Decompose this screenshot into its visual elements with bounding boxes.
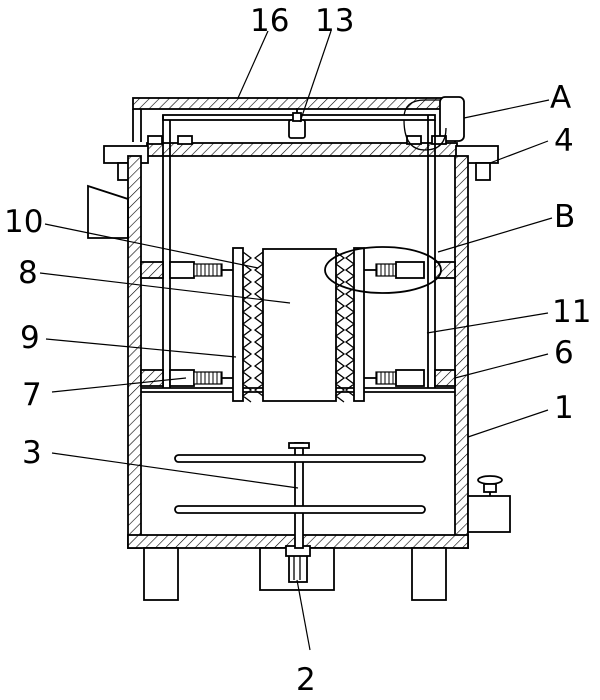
label-2: 2 [296, 662, 316, 698]
detail-b-ellipse [324, 246, 442, 294]
lid [103, 135, 499, 181]
label-9: 9 [20, 320, 40, 356]
right-lower-cylinder [364, 369, 456, 387]
motor-housing [259, 545, 335, 591]
label-10: 10 [4, 204, 43, 240]
label-1: 1 [554, 390, 574, 426]
label-8: 8 [18, 255, 38, 291]
leader-lines [39, 30, 553, 651]
label-4: 4 [554, 123, 574, 159]
label-6: 6 [554, 335, 574, 371]
left-upper-cylinder [140, 261, 233, 279]
grinding-block [253, 248, 346, 403]
right-upper-cylinder [364, 261, 456, 279]
label-A: A [550, 80, 571, 116]
legs [143, 547, 447, 601]
label-3: 3 [22, 435, 42, 471]
detail-a-arc [403, 119, 447, 151]
center-hanger [288, 108, 306, 139]
feed-chute [87, 184, 129, 239]
right-plate [344, 247, 365, 402]
outlet-valve [467, 475, 511, 533]
label-11: 11 [552, 294, 591, 330]
label-16: 16 [250, 3, 289, 39]
left-plate [232, 247, 253, 403]
reference-labels: 16 13 A 4 B 10 8 11 9 6 7 1 3 2 [4, 3, 591, 698]
label-B: B [554, 199, 575, 235]
left-lower-cylinder [140, 369, 233, 387]
vertical-rods [162, 115, 436, 388]
stirrer [174, 442, 426, 549]
label-7: 7 [22, 377, 42, 413]
label-13: 13 [315, 3, 354, 39]
